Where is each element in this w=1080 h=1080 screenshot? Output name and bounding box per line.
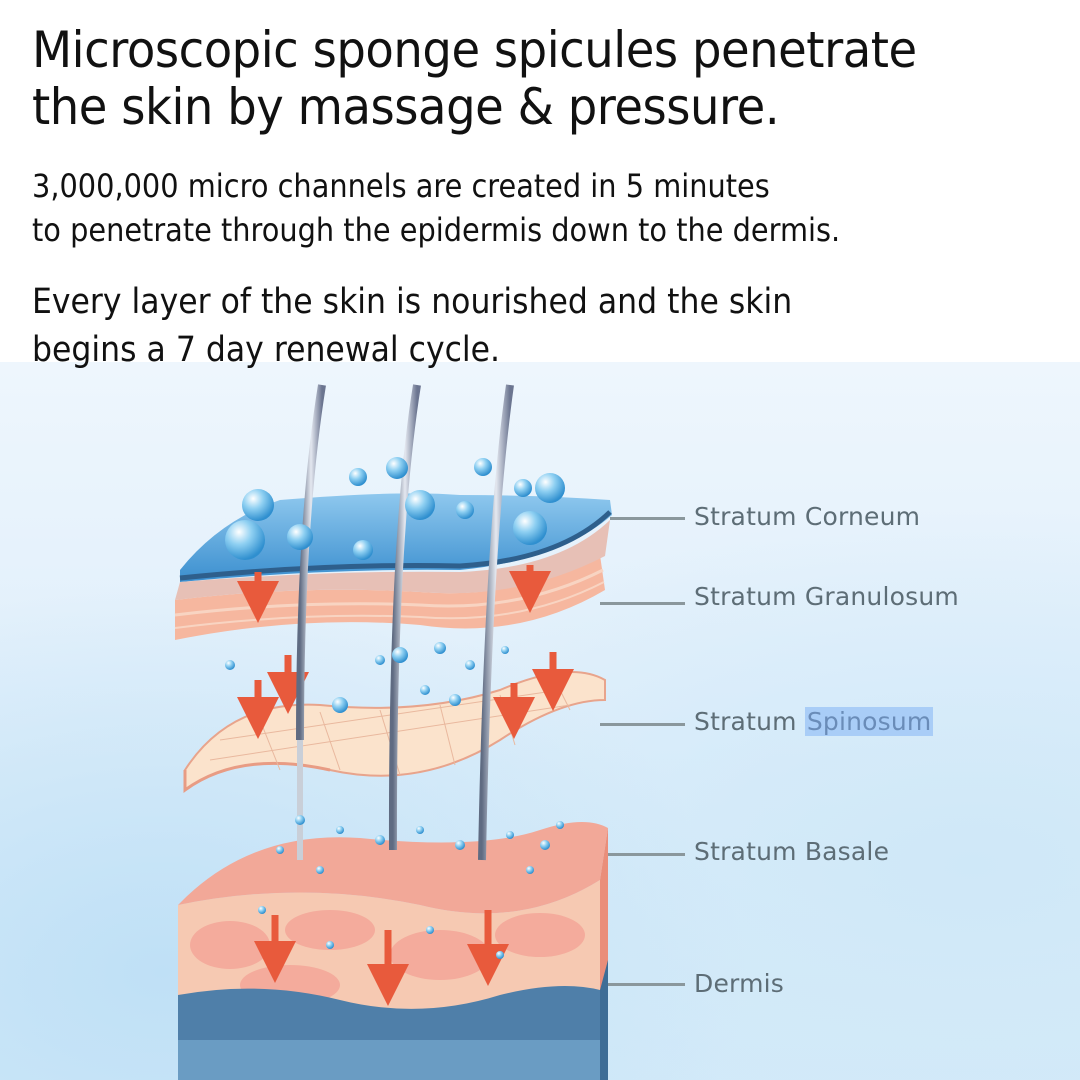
body-text: Every layer of the skin is nourished and… xyxy=(32,278,932,374)
serum-bubbles xyxy=(225,457,565,959)
skin-layers-graphic xyxy=(174,384,612,1080)
label-stratum-spinosum: Stratum Spinosum xyxy=(694,707,934,736)
label-stratum-granulosum: Stratum Granulosum xyxy=(694,582,959,611)
header: Microscopic sponge spicules penetrate th… xyxy=(0,0,1080,370)
leader-spinosum xyxy=(600,723,685,726)
label-dermis: Dermis xyxy=(694,969,784,998)
leader-basale xyxy=(608,853,685,856)
dermis-block xyxy=(178,821,608,1080)
subtitle-line-1: 3,000,000 micro channels are created in … xyxy=(32,167,770,205)
leader-granulosum xyxy=(600,602,685,605)
leader-dermis xyxy=(608,983,685,986)
leader-corneum xyxy=(610,517,685,520)
title-line-1: Microscopic sponge spicules penetrate xyxy=(32,21,917,79)
label-stratum-basale: Stratum Basale xyxy=(694,837,890,866)
subtitle-line-2: to penetrate through the epidermis down … xyxy=(32,211,841,249)
label-stratum-corneum: Stratum Corneum xyxy=(694,502,921,531)
subtitle: 3,000,000 micro channels are created in … xyxy=(32,164,1022,252)
page-title: Microscopic sponge spicules penetrate th… xyxy=(32,22,1036,136)
skin-layers-illustration: Stratum Corneum Stratum Granulosum Strat… xyxy=(0,362,1080,1080)
body-line-2: begins a 7 day renewal cycle. xyxy=(32,330,501,370)
selected-text-highlight[interactable]: Spinosum xyxy=(804,707,934,736)
label-word-stratum: Stratum xyxy=(694,707,797,736)
corneum-layer xyxy=(175,493,612,623)
body-line-1: Every layer of the skin is nourished and… xyxy=(32,282,793,322)
title-line-2: the skin by massage & pressure. xyxy=(32,78,780,136)
